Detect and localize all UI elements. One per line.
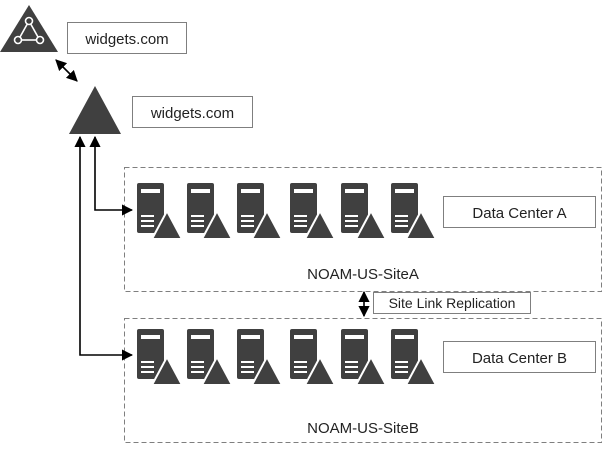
- server-icon: [391, 329, 438, 386]
- server-row-b: [137, 329, 438, 386]
- server-icon: [341, 183, 388, 240]
- server-icon: [187, 329, 234, 386]
- replication-label: Site Link Replication: [389, 295, 516, 311]
- server-icon: [290, 183, 337, 240]
- trust-arrow: [55, 59, 78, 82]
- server-icon: [237, 329, 284, 386]
- domain-label-box: widgets.com: [132, 96, 253, 128]
- server-icon: [137, 183, 184, 240]
- forest-label: widgets.com: [84, 31, 168, 48]
- domain-label: widgets.com: [150, 105, 234, 122]
- datacenter-b-label: Data Center B: [472, 350, 567, 367]
- server-icon: [187, 183, 234, 240]
- replication-label-box: Site Link Replication: [373, 292, 531, 314]
- server-icon: [237, 183, 284, 240]
- domain-triangle-icon: [69, 86, 121, 134]
- domain-site-a-connector: [89, 135, 134, 216]
- site-b: Data Center B NOAM-US-SiteB: [124, 318, 602, 443]
- server-icon: [137, 329, 184, 386]
- forest-label-box: widgets.com: [67, 22, 187, 54]
- site-a-label: NOAM-US-SiteA: [307, 266, 419, 283]
- site-b-label: NOAM-US-SiteB: [307, 420, 419, 437]
- datacenter-a-label: Data Center A: [472, 205, 566, 222]
- forest-triangle-icon: [0, 5, 58, 52]
- server-icon: [341, 329, 388, 386]
- site-b-boundary: [124, 318, 602, 443]
- domain-site-b-connector: [74, 135, 134, 361]
- server-icon: [290, 329, 337, 386]
- server-icon: [391, 183, 438, 240]
- datacenter-a-box: [443, 196, 596, 228]
- site-a: Data Center A NOAM-US-SiteA: [124, 167, 602, 292]
- datacenter-b-box: [443, 341, 596, 373]
- server-row-a: [137, 183, 438, 240]
